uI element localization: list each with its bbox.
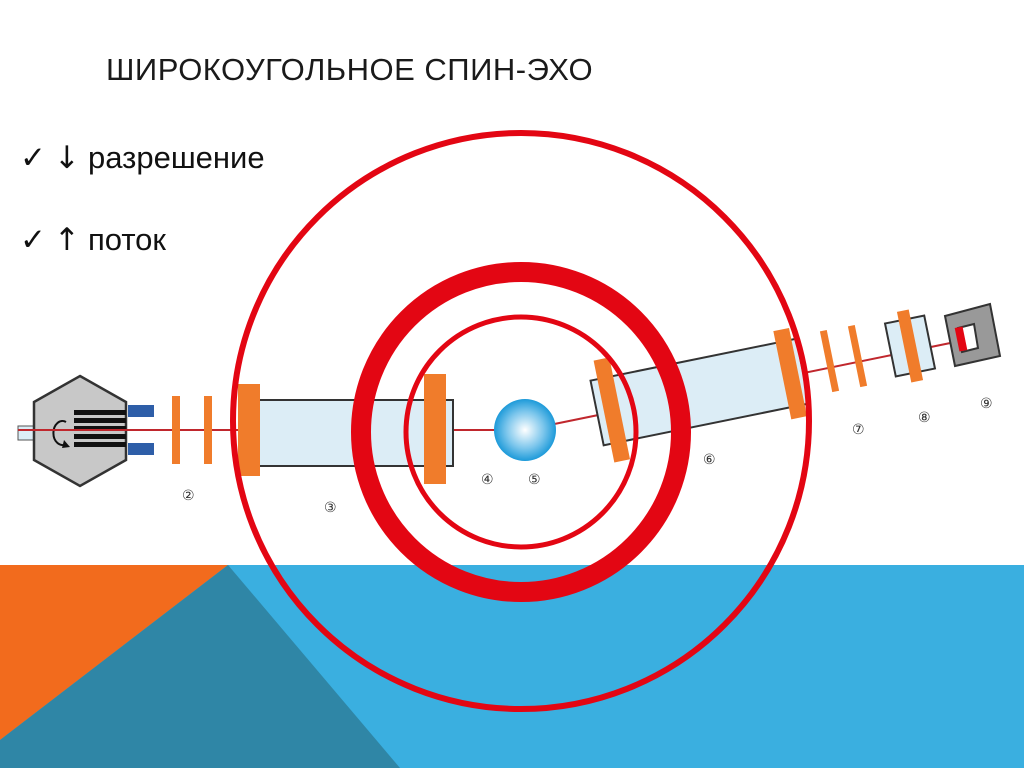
bullet-flux: ✓↑поток [20,222,166,258]
outer-ring [230,130,812,712]
analyzer-8 [883,309,937,383]
bullet-text: разрешение [87,140,265,175]
middle-ring [351,262,691,602]
arrow-up-icon: ↑ [54,222,80,258]
checkmark-icon: ✓ [20,140,46,176]
label-6: ⑥ [703,452,716,468]
label-7: ⑦ [852,422,865,438]
slide-title: ШИРОКОУГОЛЬНОЕ СПИН-ЭХО [106,52,594,87]
checkmark-icon: ✓ [20,222,46,258]
label-4: ④ [481,472,494,488]
label-9: ⑨ [980,396,993,412]
precession-coil-3 [238,374,454,484]
inner-ring [403,314,639,550]
teal-triangle [0,565,400,768]
label-5: ⑤ [528,472,541,488]
label-2: ② [182,488,195,504]
highlight-rings [230,130,812,712]
monochromator-icon [52,410,126,448]
component-labels: ② ③ ④ ⑤ ⑥ ⑦ ⑧ ⑨ [182,396,993,516]
flipper-pair-2 [172,396,212,464]
bullet-resolution: ✓↓разрешение [20,140,265,176]
label-3: ③ [324,500,337,516]
sample-5 [494,399,556,461]
precession-coil-6 [589,327,811,463]
arrow-down-icon: ↓ [54,140,80,176]
bullet-text: поток [87,222,166,257]
detector-9 [943,302,1002,368]
flipper-pair-7 [819,325,868,393]
label-8: ⑧ [918,410,931,426]
neutron-beam [18,339,966,431]
